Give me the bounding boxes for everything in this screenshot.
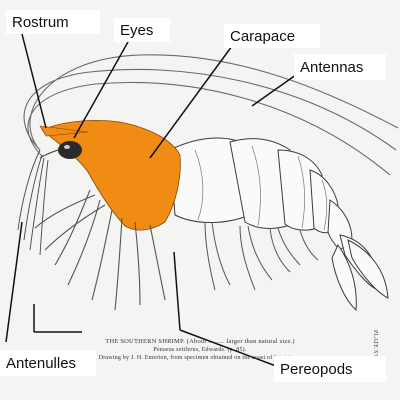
label-rostrum: Rostrum	[6, 10, 100, 34]
rostrum-spike	[39, 125, 89, 137]
label-pereopods: Pereopods	[274, 356, 386, 382]
plate-caption-title: THE SOUTHERN SHRIMP. (About ......... la…	[105, 338, 295, 345]
swimmerets	[204, 221, 319, 291]
pereopod-legs	[34, 189, 166, 311]
antennule-bundle	[17, 149, 49, 256]
label-antenulles: Antenulles	[0, 350, 96, 376]
label-eyes: Eyes	[114, 18, 170, 42]
label-carapace: Carapace	[224, 24, 320, 48]
plate-species-line: Penaeus setiferus, Edwards. (p. 85).	[153, 347, 247, 353]
plate-caption: THE SOUTHERN SHRIMP. (About ......... la…	[80, 338, 320, 363]
label-antennas: Antennas	[294, 54, 386, 80]
leader-lines	[5, 33, 301, 367]
plate-credit-line: Drawing by J. H. Emerton, from specimen …	[98, 355, 302, 361]
antenna-whips	[23, 54, 399, 176]
abdomen	[169, 137, 389, 312]
abdomen-shading	[194, 145, 328, 231]
